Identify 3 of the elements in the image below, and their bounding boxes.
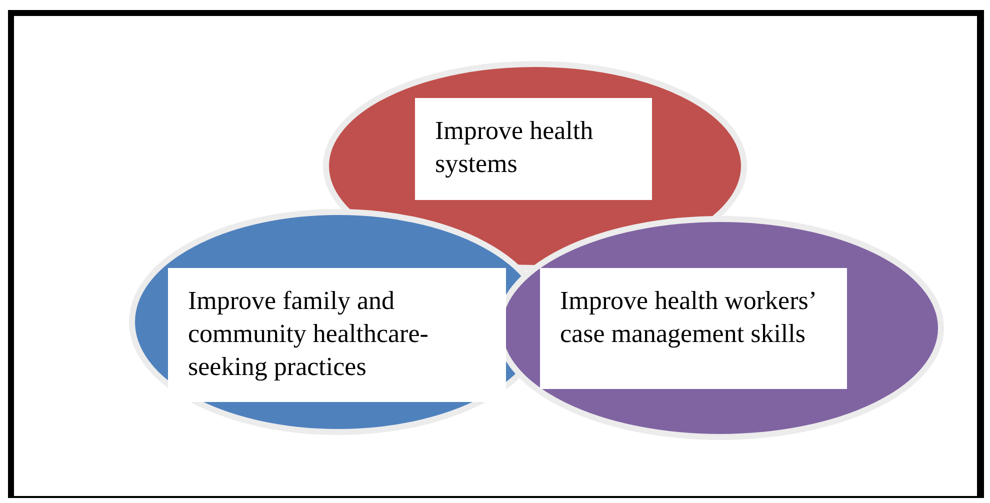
text-box: Improve health workers’ case management skills [540, 268, 847, 389]
text-box: Improve family and community healthcare-seeking practices [168, 268, 506, 402]
text-box: Improve health systems [415, 98, 652, 200]
